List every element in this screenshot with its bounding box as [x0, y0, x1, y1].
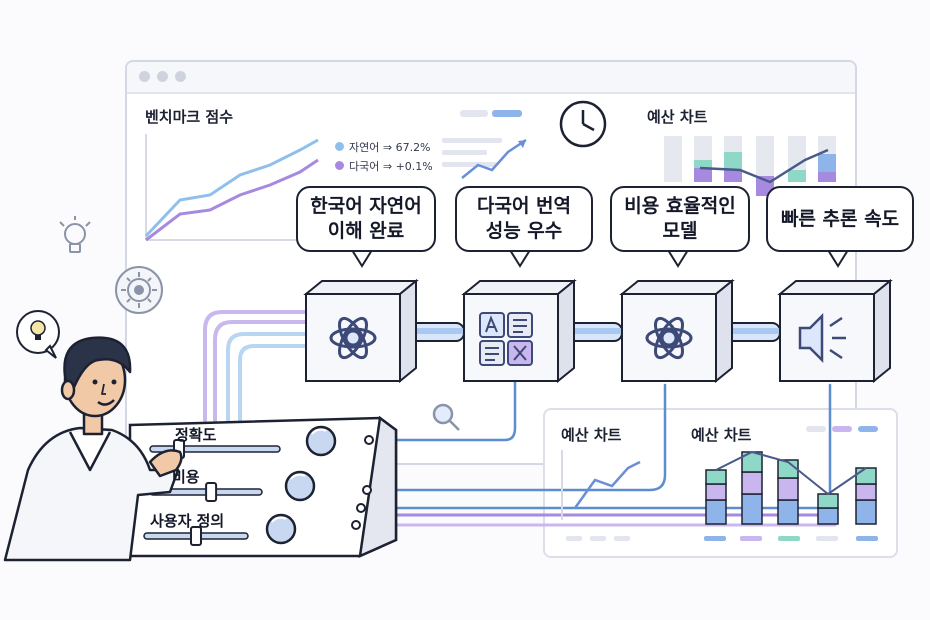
- benchmark-line-chart: [144, 134, 320, 242]
- budget-panel-sparkline: [561, 450, 641, 520]
- top-sparkline: [442, 110, 527, 179]
- bubble-cost-efficient: 비용 효율적인 모델: [610, 186, 750, 252]
- budget-chart-title: 예산 차트: [647, 108, 708, 126]
- budget-panel-legend: [566, 426, 878, 541]
- budget-panel-left-title: 예산 차트: [561, 426, 622, 444]
- module-cube-4: [777, 278, 893, 384]
- slider-custom[interactable]: [143, 526, 249, 546]
- control-label-custom: 사용자 정의: [150, 512, 225, 530]
- knob-accuracy[interactable]: [305, 425, 337, 457]
- knob-custom[interactable]: [265, 513, 297, 545]
- bubble-korean-nlu: 한국어 자연어 이해 완료: [296, 186, 436, 252]
- bubble-tails: [351, 249, 849, 268]
- gear-icon: [115, 266, 163, 314]
- knob-cost[interactable]: [284, 470, 316, 502]
- window-dot: [157, 71, 168, 82]
- module-cube-1: [303, 278, 419, 384]
- control-label-accuracy: 정확도: [175, 426, 217, 444]
- window-titlebar: [127, 62, 855, 94]
- legend-item-multilingual: 다국어 ⇒ +0.1%: [335, 158, 433, 174]
- module-cube-3: [619, 278, 735, 384]
- person-illustration: [3, 336, 183, 562]
- window-dot: [139, 71, 150, 82]
- dashboard-window: 벤치마크 점수 예산 차트 자연어 ⇒ 67.2% 다국어 ⇒ +0.1%: [125, 60, 857, 465]
- budget-panel-right-title: 예산 차트: [691, 426, 752, 444]
- window-dot: [175, 71, 186, 82]
- openai-knot-icon: [329, 316, 377, 360]
- bubble-multilingual-translation: 다국어 번역 성능 우수: [455, 186, 593, 252]
- openai-knot-icon: [645, 316, 693, 360]
- control-label-cost: 비용: [172, 468, 200, 486]
- benchmark-title: 벤치마크 점수: [145, 108, 234, 126]
- speaker-icon: [798, 312, 846, 364]
- magnifier-icon: [432, 403, 460, 431]
- module-cube-2: [461, 278, 577, 384]
- lightbulb-icon: [59, 216, 91, 253]
- legend-item-natural-language: 자연어 ⇒ 67.2%: [335, 139, 431, 155]
- bubble-fast-inference: 빠른 추론 속도: [766, 186, 914, 252]
- idea-bubble-icon: [16, 310, 60, 359]
- translation-grid-icon: [479, 312, 533, 366]
- budget-bar-chart-bottom: [705, 450, 877, 525]
- clock-icon: [559, 100, 607, 148]
